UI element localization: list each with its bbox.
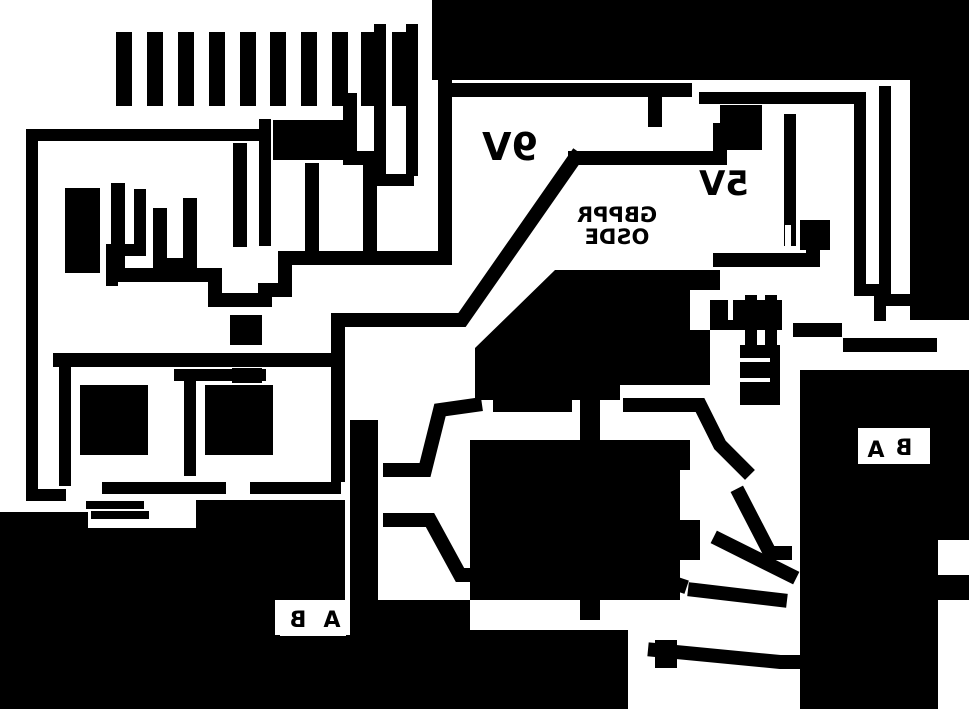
mark-line1-text: GBPPR — [577, 203, 657, 227]
label-right-a: A — [867, 438, 884, 463]
voltage-5v-text: 5V — [698, 164, 749, 204]
left-connector-a-text: A — [323, 608, 340, 633]
left-connector-b-text: B — [290, 608, 307, 633]
header-pins-top — [116, 32, 408, 106]
label-5v: 5V — [698, 164, 749, 204]
label-right-b: B — [896, 436, 913, 461]
regulator-pad — [470, 270, 720, 620]
label-left-b: B — [290, 608, 307, 633]
voltage-9v-text: 9V — [481, 125, 537, 169]
label-9v: 9V — [481, 125, 537, 169]
right-connector-a-text: A — [867, 438, 884, 463]
label-left-a: A — [323, 608, 340, 633]
copper-traces — [26, 24, 937, 669]
right-connector-b-text: B — [896, 436, 913, 461]
mark-line2-text: OSDE — [585, 225, 650, 249]
right-connector-label-bg — [858, 428, 930, 464]
left-connector-label-bg — [280, 600, 346, 636]
label-mark-2: OSDE — [585, 225, 650, 249]
pad-cutouts — [723, 225, 791, 382]
component-pads — [65, 105, 938, 668]
label-mark: GBPPR — [577, 203, 657, 227]
